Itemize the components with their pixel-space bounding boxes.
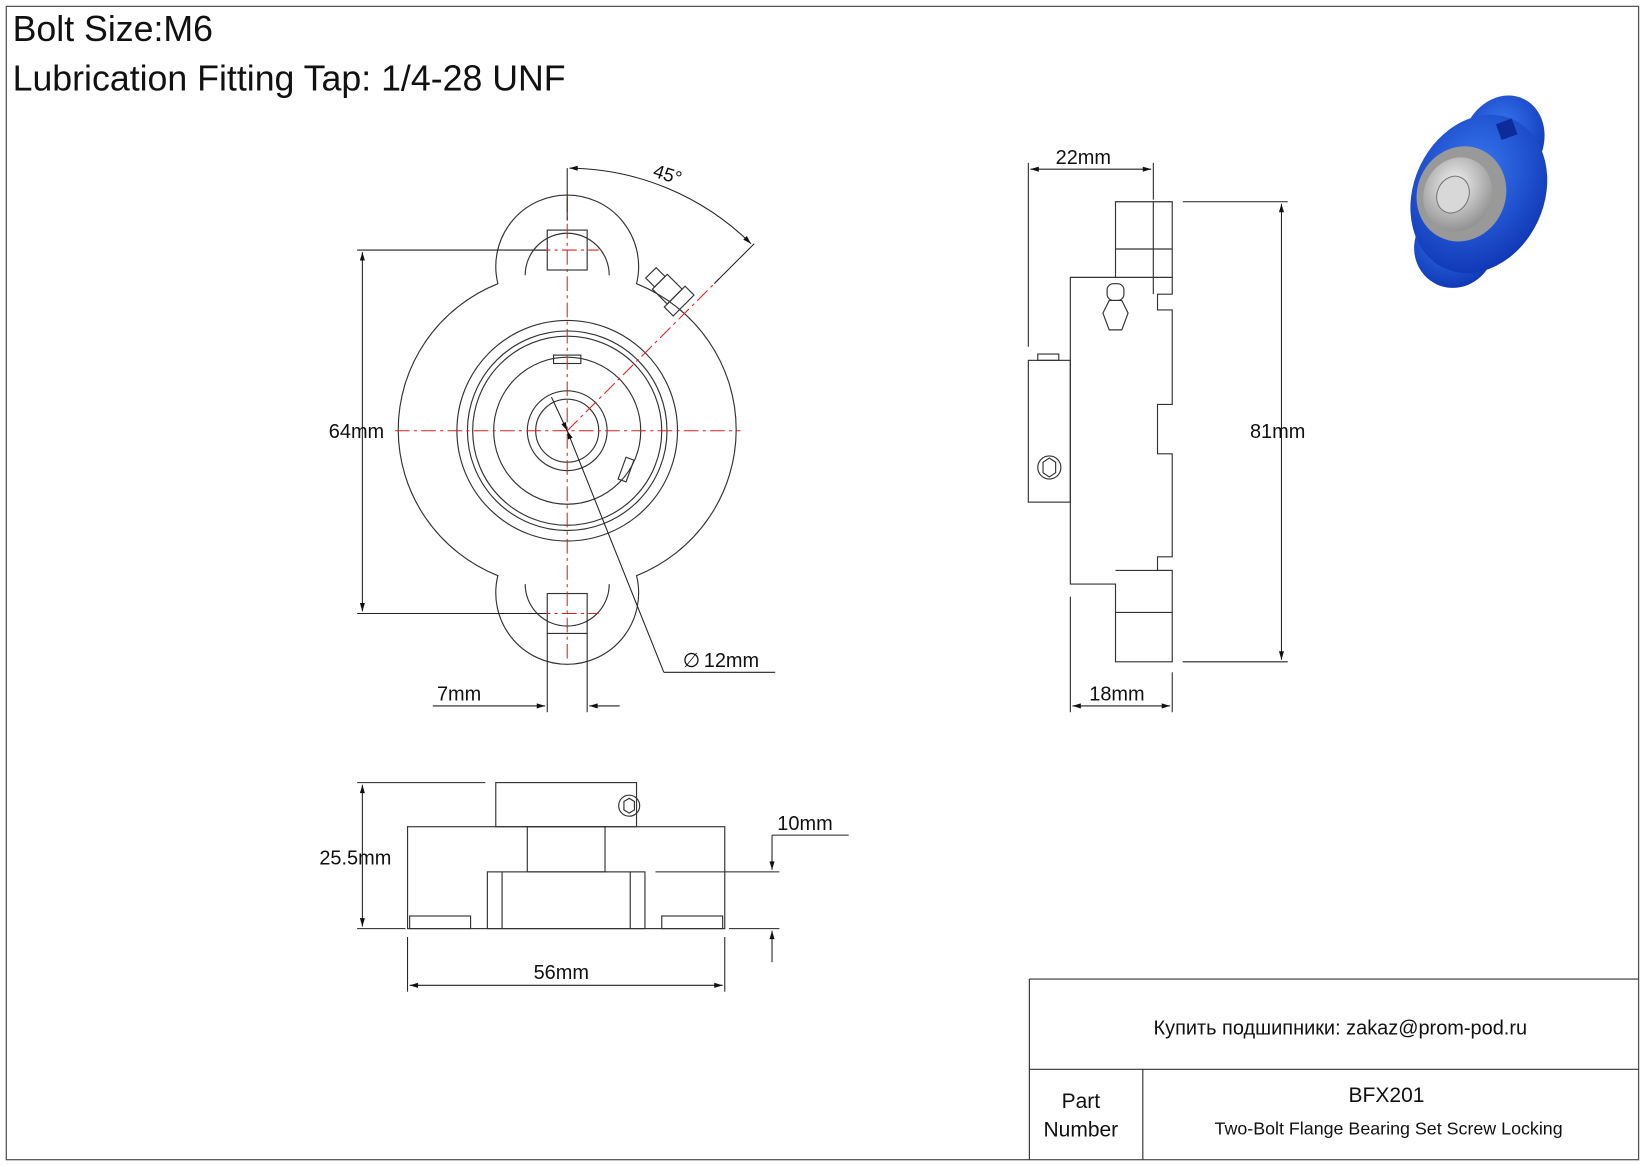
- bearing-3d-render-image: [1410, 95, 1548, 288]
- height-25-5-dimension: 25.5mm: [319, 848, 391, 870]
- part-description: Two-Bolt Flange Bearing Set Screw Lockin…: [1215, 1118, 1563, 1138]
- side-view: 22mm 81mm 18mm: [1027, 147, 1305, 713]
- part-label-line2: Number: [1043, 1119, 1118, 1142]
- part-number: BFX201: [1349, 1084, 1425, 1107]
- top-width-dimension: 22mm: [1056, 147, 1111, 169]
- bore-symbol: ∅: [683, 650, 700, 672]
- contact-text: Купить подшипники: zakaz@prom-pod.ru: [1153, 1018, 1527, 1040]
- total-height-dimension: 81mm: [1250, 421, 1305, 443]
- lubrication-label: Lubrication Fitting Tap: 1/4-28 UNF: [13, 58, 566, 98]
- height-64-dimension: 64mm: [329, 421, 384, 443]
- width-56-dimension: 56mm: [534, 962, 589, 984]
- bottom-view: 25.5mm 10mm 56mm: [319, 782, 849, 992]
- flange-dimension: 10mm: [777, 813, 832, 835]
- bolt-size-label: Bolt Size:M6: [13, 9, 213, 49]
- title-block: Купить подшипники: zakaz@prom-pod.ru Par…: [1028, 978, 1639, 1160]
- part-label-line1: Part: [1062, 1090, 1101, 1113]
- bore-dimension: 12mm: [704, 650, 759, 672]
- front-view: 45° 64mm ∅ 12mm 7mm: [329, 161, 776, 713]
- slot-dimension: 7mm: [437, 684, 481, 706]
- bottom-width-dimension: 18mm: [1089, 684, 1144, 706]
- angle-dimension: 45°: [651, 161, 685, 190]
- sheet-border: [5, 5, 1640, 1161]
